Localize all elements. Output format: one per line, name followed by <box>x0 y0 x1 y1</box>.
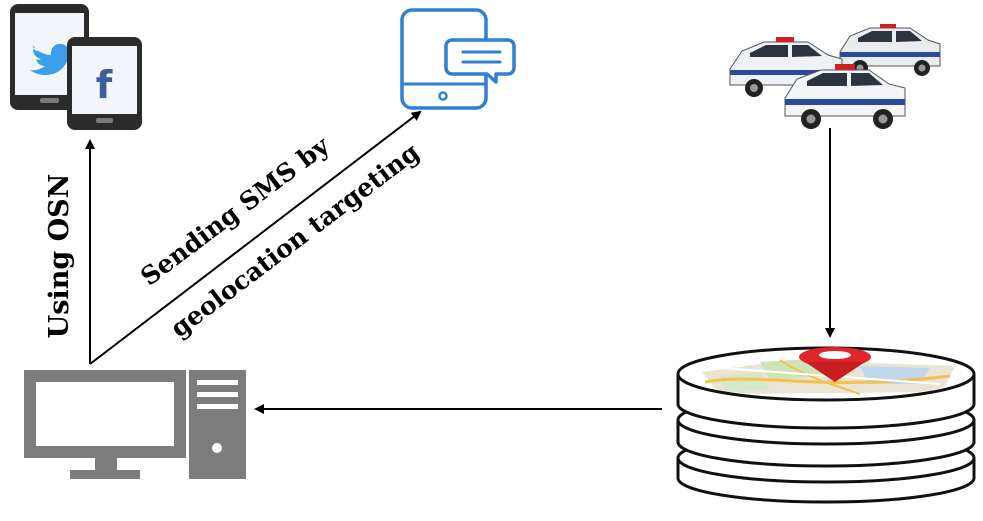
tablet-chat-icon <box>400 8 516 110</box>
database-icon <box>676 346 976 504</box>
desktop-computer-icon <box>24 370 246 479</box>
arrow-computer-to-tablet <box>89 110 422 365</box>
using-osn-label: Using OSN <box>44 174 75 339</box>
facebook-phone: f <box>67 37 142 130</box>
twitter-bird-icon <box>30 43 74 75</box>
facebook-icon: f <box>96 63 113 107</box>
police-cars-icon <box>729 24 941 129</box>
location-pin-icon <box>799 347 871 382</box>
